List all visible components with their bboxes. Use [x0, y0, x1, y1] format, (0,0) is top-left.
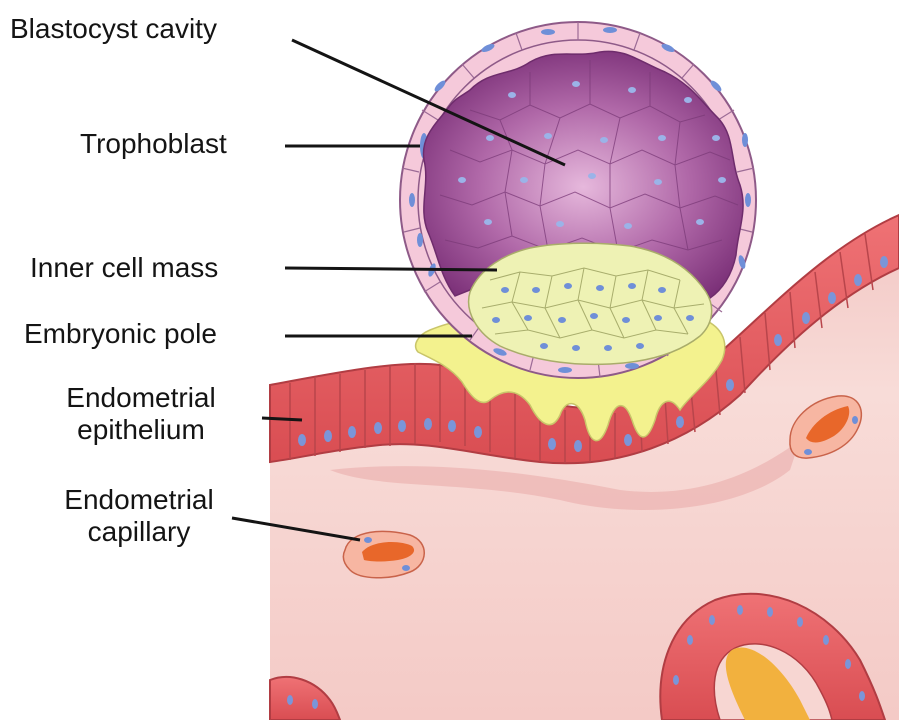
label-blastocyst-cavity: Blastocyst cavity: [10, 13, 217, 45]
label-endometrial-capillary: Endometrial capillary: [28, 484, 250, 548]
label-inner-cell-mass: Inner cell mass: [30, 252, 218, 284]
label-endometrial-epithelium-line1: Endometrial: [30, 382, 252, 414]
leader-endometrial-epithelium: [262, 418, 302, 420]
label-endometrial-epithelium-line2: epithelium: [30, 414, 252, 446]
label-embryonic-pole: Embryonic pole: [24, 318, 217, 350]
leader-inner-cell-mass: [285, 268, 497, 270]
label-endometrial-capillary-line1: Endometrial: [28, 484, 250, 516]
blastocyst: [400, 22, 756, 378]
label-endometrial-epithelium: Endometrial epithelium: [30, 382, 252, 446]
label-trophoblast: Trophoblast: [80, 128, 227, 160]
label-endometrial-capillary-line2: capillary: [28, 516, 250, 548]
